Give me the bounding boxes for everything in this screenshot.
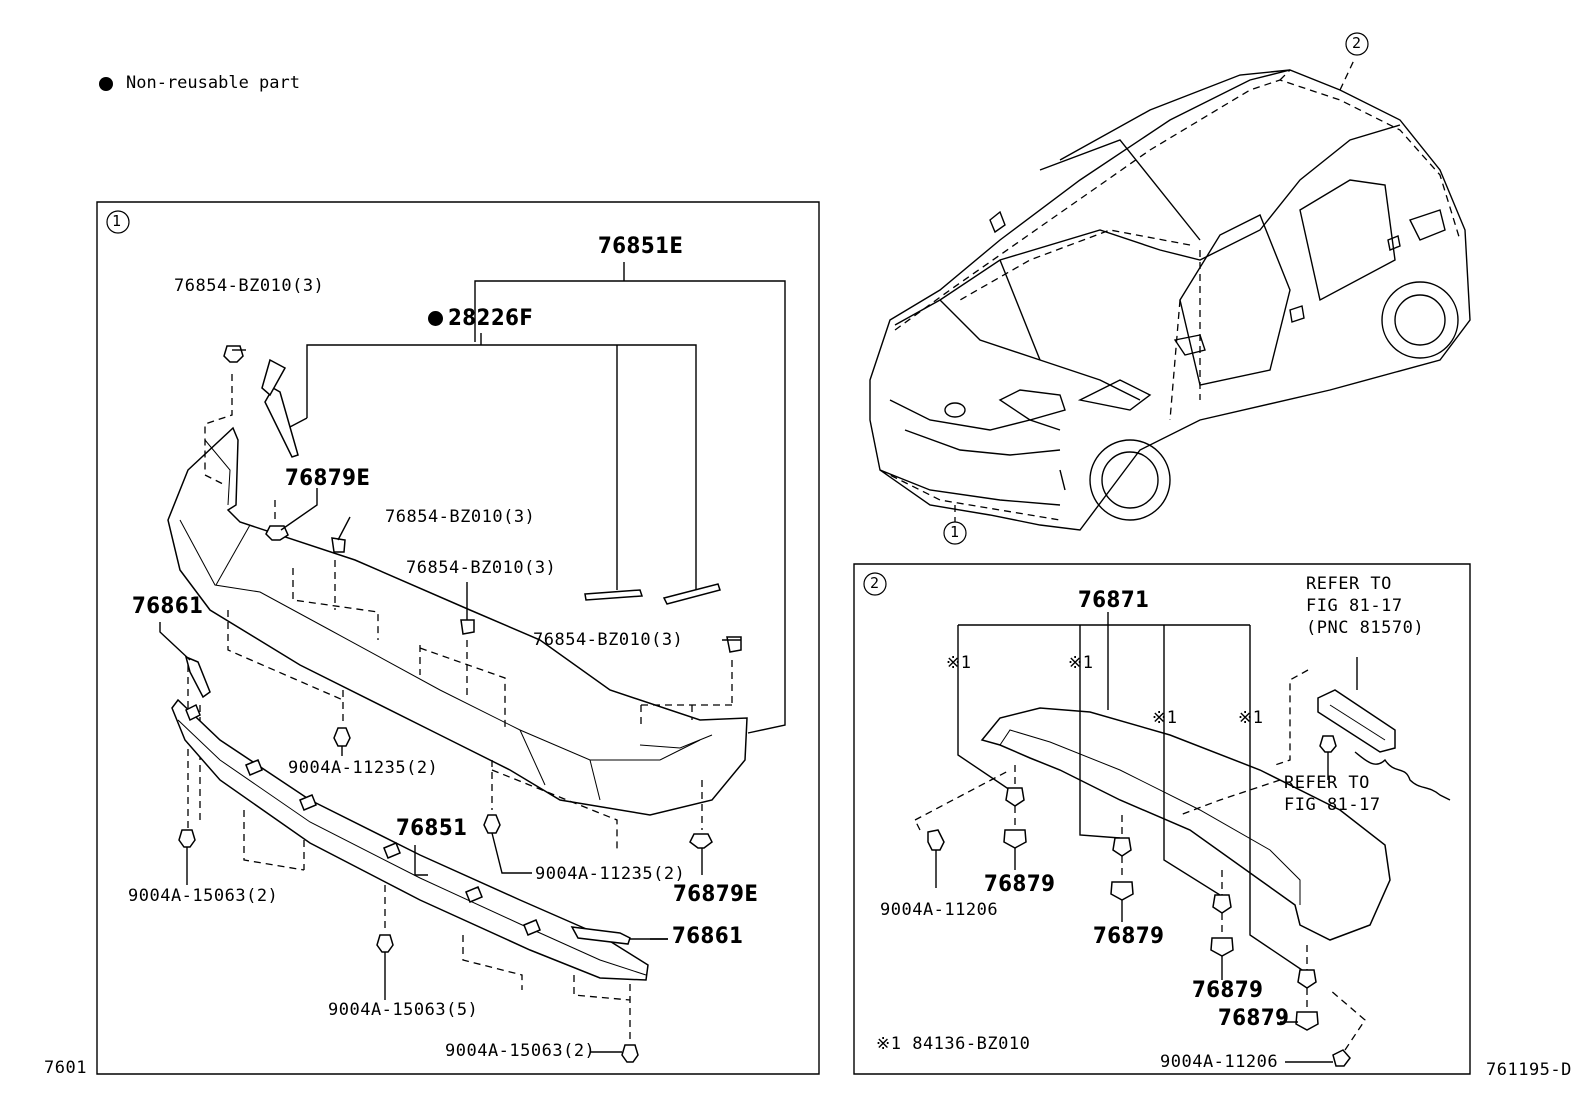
legend-bullet-icon [99, 77, 113, 91]
panel-2-frame [854, 564, 1470, 1074]
part-number-76854-a: 76854-BZ010(3) [174, 276, 325, 296]
screw-9004A-15063-c [622, 1045, 638, 1062]
note-mark-b: ※1 [1068, 653, 1094, 673]
bracket-76861-left [186, 657, 210, 697]
part-number-9004A-11206-a: 9004A-11206 [880, 900, 999, 920]
part-number-76861-left: 76861 [132, 594, 204, 619]
molding-strip-left [265, 388, 298, 457]
part-number-9004A-15063-b: 9004A-15063(5) [328, 1000, 479, 1020]
panel-1-frame [97, 202, 819, 1074]
part-number-76879-b: 76879 [1093, 924, 1165, 949]
part-number-76879E-top: 76879E [285, 466, 371, 491]
clip-76854-c [461, 620, 474, 634]
part-number-76879-c: 76879 [1192, 978, 1264, 1003]
grommet-76879E-bottom [690, 834, 712, 848]
lower-molding-part [172, 700, 648, 980]
part-number-76871: 76871 [1078, 588, 1150, 613]
screw-9004A-15063-b [377, 935, 393, 952]
clips-76879 [1004, 788, 1318, 1030]
molding-strip-right-b [664, 584, 720, 604]
molding-strip-right-a [585, 590, 642, 600]
clip-76854-a [224, 346, 243, 362]
spoiler-part [982, 708, 1390, 940]
car-overview-drawing [870, 70, 1470, 530]
screw-9004A-11235-b [484, 815, 500, 833]
part-number-76879-a: 76879 [984, 872, 1056, 897]
part-number-76854-b: 76854-BZ010(3) [385, 507, 536, 527]
molding-tabs [186, 705, 540, 935]
leader-76851E [475, 281, 785, 733]
bumper-cover-part [168, 428, 747, 815]
reference-1-line-2: FIG 81-17 [1306, 596, 1403, 616]
non-reusable-bullet-icon [428, 311, 443, 326]
page-reference: 7601 [44, 1058, 87, 1078]
reference-2-line-1: REFER TO [1284, 773, 1370, 793]
overview-marker-1: 1 [950, 523, 960, 541]
panel-1-marker: 1 [112, 212, 122, 230]
part-number-9004A-15063-a: 9004A-15063(2) [128, 886, 279, 906]
part-number-28226F-text: 28226F [448, 306, 534, 331]
overview-marker-2: 2 [1352, 34, 1362, 52]
part-number-9004A-11235-a: 9004A-11235(2) [288, 758, 439, 778]
part-number-9004A-15063-c: 9004A-15063(2) [445, 1041, 596, 1061]
part-number-76851E: 76851E [598, 234, 684, 259]
footnote: ※1 84136-BZ010 [876, 1034, 1031, 1054]
leader-28226F [307, 345, 696, 590]
part-number-9004A-11206-b: 9004A-11206 [1160, 1052, 1279, 1072]
note-mark-a: ※1 [946, 653, 972, 673]
panel-2-marker-circle [864, 573, 886, 595]
reference-2-line-2: FIG 81-17 [1284, 795, 1381, 815]
legend-label: Non-reusable part [126, 73, 300, 93]
reference-cable [1355, 752, 1450, 800]
note-mark-c: ※1 [1152, 708, 1178, 728]
reference-part-81570 [1318, 690, 1395, 752]
figure-id: 761195-D [1486, 1060, 1572, 1080]
screw-9004A-15063-a [179, 830, 195, 847]
screw-9004A-11235-a [334, 728, 350, 746]
reference-1-line-3: (PNC 81570) [1306, 618, 1425, 638]
reference-screw [1320, 736, 1336, 752]
reference-1-line-1: REFER TO [1306, 574, 1392, 594]
part-number-76854-d: 76854-BZ010(3) [533, 630, 684, 650]
screw-9004A-11206-a [928, 830, 944, 850]
part-number-76854-c: 76854-BZ010(3) [406, 558, 557, 578]
part-number-76879-d: 76879 [1218, 1006, 1290, 1031]
overview-marker-1-circle [944, 522, 966, 544]
part-number-76861-right: 76861 [672, 924, 744, 949]
note-mark-d: ※1 [1238, 708, 1264, 728]
clip-76854-d [727, 637, 741, 652]
screw-9004A-11206-b [1333, 1050, 1350, 1066]
panel-1-marker-circle [107, 211, 129, 233]
part-number-76879E-bottom: 76879E [673, 882, 759, 907]
clip-76854-b [332, 538, 345, 552]
part-number-9004A-11235-b: 9004A-11235(2) [535, 864, 686, 884]
part-number-28226F: 28226F [428, 308, 533, 330]
bracket-76861-right [572, 927, 630, 944]
panel-2-marker: 2 [870, 574, 880, 592]
overview-marker-2-circle [1346, 33, 1368, 55]
part-number-76851: 76851 [396, 816, 468, 841]
